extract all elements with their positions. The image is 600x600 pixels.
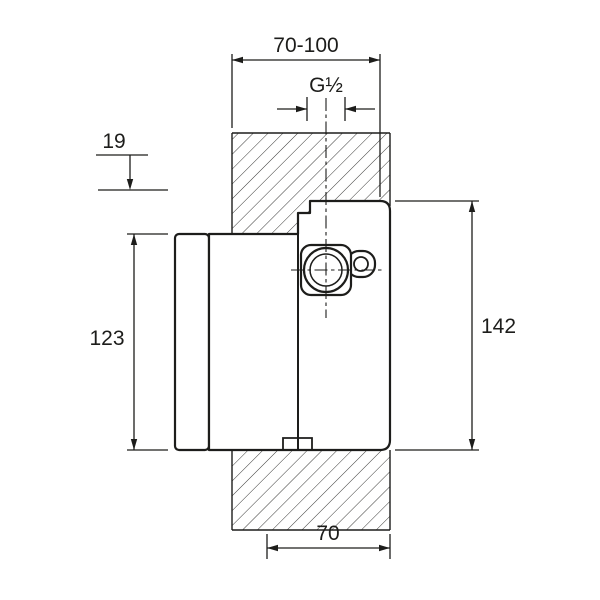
dim-top-offset: 19 bbox=[96, 130, 168, 191]
dim-label-body-height: 142 bbox=[481, 315, 516, 338]
dim-bottom-depth: 70 bbox=[266, 522, 391, 559]
wall-section bbox=[231, 132, 391, 531]
arrow-up-icon bbox=[468, 201, 476, 212]
valve-assembly bbox=[173, 199, 392, 452]
arrow-right-icon bbox=[369, 56, 380, 64]
valve-housing bbox=[207, 199, 392, 452]
lug-hole bbox=[353, 256, 369, 272]
arrow-right-icon bbox=[379, 544, 390, 552]
dim-body-height: 142 bbox=[395, 200, 516, 451]
wall-outline bbox=[231, 132, 391, 531]
arrow-right-icon bbox=[296, 105, 307, 113]
wall-hatch-lower bbox=[232, 450, 390, 530]
dim-front-box-height: 123 bbox=[89, 233, 168, 451]
dim-thread-size: G½ bbox=[277, 74, 375, 121]
arrow-up-icon bbox=[130, 234, 138, 245]
arrow-down-icon bbox=[130, 439, 138, 450]
arrow-left-icon bbox=[267, 544, 278, 552]
dim-label-front-box-height: 123 bbox=[89, 327, 124, 350]
wall-hatch-upper bbox=[232, 133, 390, 234]
dim-mounting-depth-range: 70-100 bbox=[231, 34, 381, 197]
bottom-clip bbox=[282, 437, 313, 450]
arrow-left-icon bbox=[345, 105, 356, 113]
dim-label-bottom-depth: 70 bbox=[316, 522, 339, 545]
dim-label-mounting-depth-range: 70-100 bbox=[273, 34, 338, 57]
mounting-plate bbox=[173, 232, 211, 452]
dim-label-top-offset: 19 bbox=[102, 130, 125, 153]
dim-label-thread-size: G½ bbox=[309, 74, 343, 97]
arrow-down-icon bbox=[126, 179, 134, 190]
arrow-left-icon bbox=[232, 56, 243, 64]
arrow-down-icon bbox=[468, 439, 476, 450]
